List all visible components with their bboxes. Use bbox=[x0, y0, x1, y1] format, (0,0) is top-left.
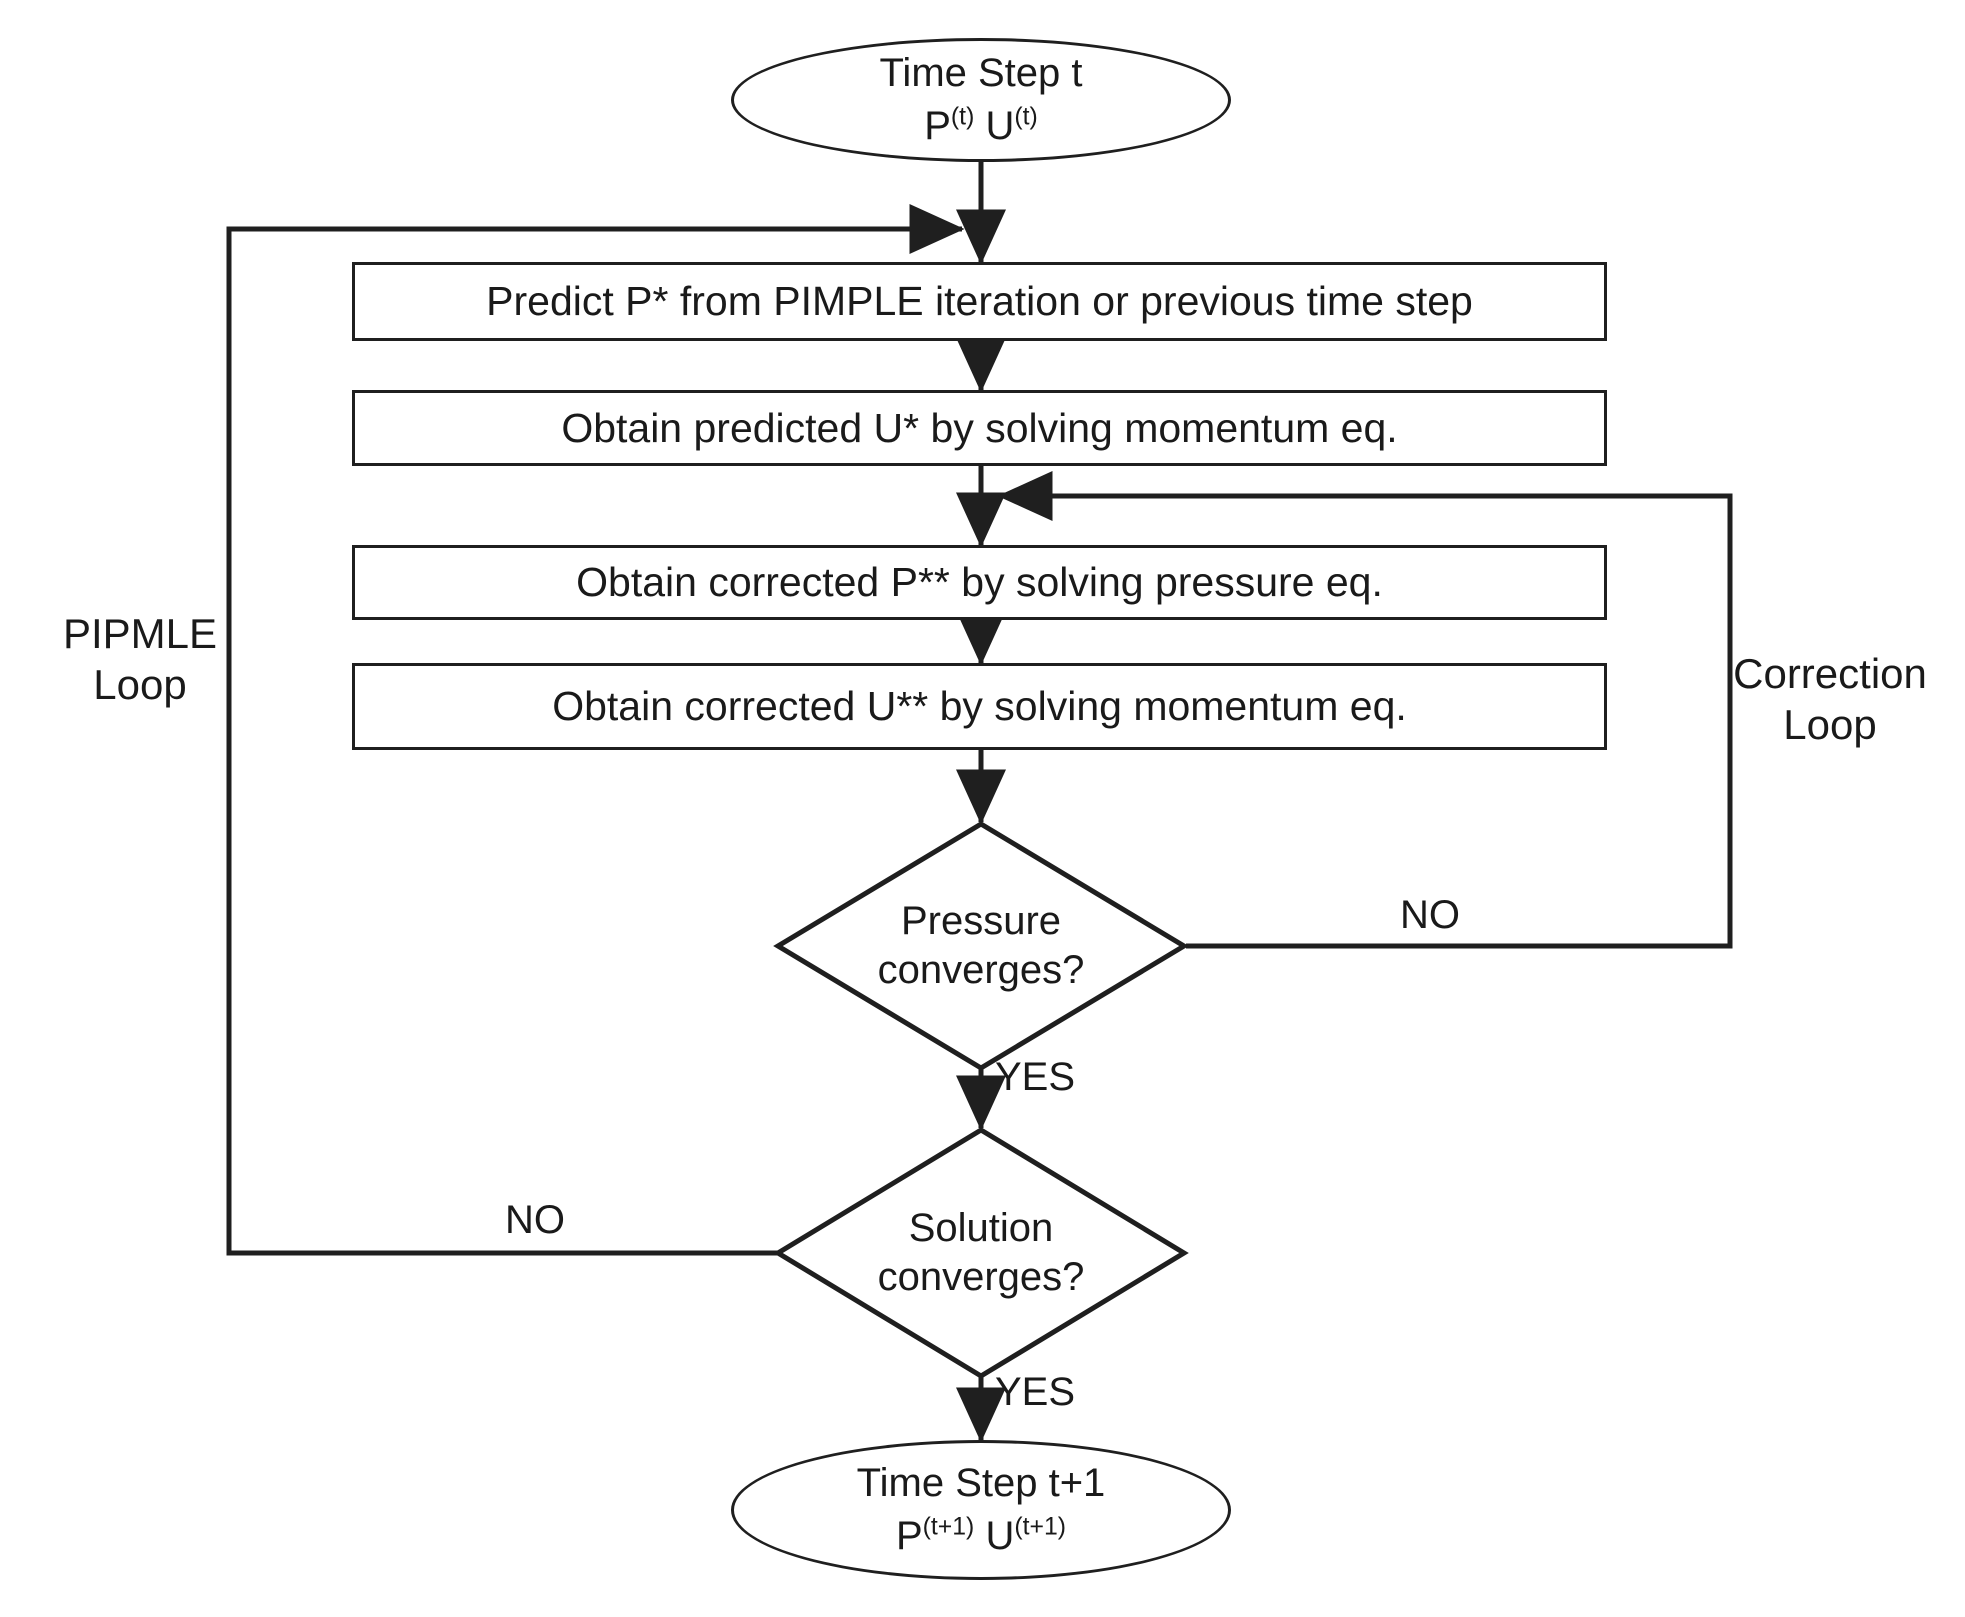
end-velocity-superscript: (t+1) bbox=[1014, 1513, 1067, 1541]
end-state-vars: P(t+1) U(t+1) bbox=[896, 1513, 1066, 1560]
correct-pressure-label: Obtain corrected P** by solving pressure… bbox=[576, 559, 1383, 606]
solution-yes-text: YES bbox=[995, 1370, 1076, 1414]
node-end-terminator[interactable]: Time Step t+1 P(t+1) U(t+1) bbox=[731, 1440, 1231, 1580]
pressure-decision-line1: Pressure bbox=[900, 899, 1062, 944]
pimple-loop-line2: Loop bbox=[93, 661, 187, 709]
edge-label-pressure-yes: YES bbox=[995, 1055, 1075, 1100]
edge-label-pressure-no: NO bbox=[1400, 893, 1460, 938]
predict-pressure-label: Predict P* from PIMPLE iteration or prev… bbox=[486, 278, 1473, 325]
end-title: Time Step t+1 bbox=[856, 1460, 1106, 1505]
start-state-vars: P(t) U(t) bbox=[924, 103, 1038, 150]
node-correct-pressure[interactable]: Obtain corrected P** by solving pressure… bbox=[352, 545, 1607, 620]
end-pressure-symbol: P bbox=[895, 1514, 923, 1558]
solution-decision-line1: Solution bbox=[908, 1206, 1054, 1251]
start-title: Time Step t bbox=[879, 50, 1083, 95]
pressure-decision-line2: converges? bbox=[877, 948, 1085, 992]
loop-label-correction: Correction Loop bbox=[1710, 648, 1950, 750]
node-predict-velocity[interactable]: Obtain predicted U* by solving momentum … bbox=[352, 390, 1607, 466]
pimple-loop-line1: PIPMLE bbox=[62, 610, 218, 657]
node-correct-velocity[interactable]: Obtain corrected U** by solving momentum… bbox=[352, 663, 1607, 750]
correction-loop-line1: Correction bbox=[1733, 650, 1927, 697]
pressure-decision-shape bbox=[773, 821, 1189, 1071]
correction-loop-line2: Loop bbox=[1783, 701, 1877, 749]
start-velocity-symbol: U bbox=[985, 104, 1015, 148]
correct-velocity-label: Obtain corrected U** by solving momentum… bbox=[552, 683, 1407, 730]
node-solution-decision[interactable]: Solution converges? bbox=[773, 1127, 1189, 1379]
solution-decision-label: Solution converges? bbox=[776, 1128, 1186, 1378]
node-predict-pressure[interactable]: Predict P* from PIMPLE iteration or prev… bbox=[352, 262, 1607, 341]
start-pressure-superscript: (t) bbox=[950, 103, 975, 131]
start-pressure-symbol: P bbox=[924, 104, 951, 148]
pressure-yes-text: YES bbox=[995, 1055, 1076, 1099]
node-pressure-decision[interactable]: Pressure converges? bbox=[773, 821, 1189, 1071]
solution-decision-line2: converges? bbox=[877, 1255, 1085, 1299]
node-start-terminator[interactable]: Time Step t P(t) U(t) bbox=[731, 38, 1231, 162]
solution-decision-shape bbox=[773, 1127, 1189, 1379]
end-pressure-superscript: (t+1) bbox=[922, 1513, 975, 1541]
pressure-no-text: NO bbox=[1400, 893, 1460, 937]
pressure-decision-label: Pressure converges? bbox=[776, 822, 1186, 1070]
edge-label-solution-yes: YES bbox=[995, 1370, 1075, 1415]
end-velocity-symbol: U bbox=[985, 1514, 1015, 1558]
solution-no-text: NO bbox=[505, 1198, 565, 1242]
predict-velocity-label: Obtain predicted U* by solving momentum … bbox=[561, 404, 1398, 451]
loop-label-pimple: PIPMLE Loop bbox=[20, 608, 260, 710]
start-velocity-superscript: (t) bbox=[1014, 103, 1038, 131]
edge-label-solution-no: NO bbox=[505, 1198, 565, 1243]
